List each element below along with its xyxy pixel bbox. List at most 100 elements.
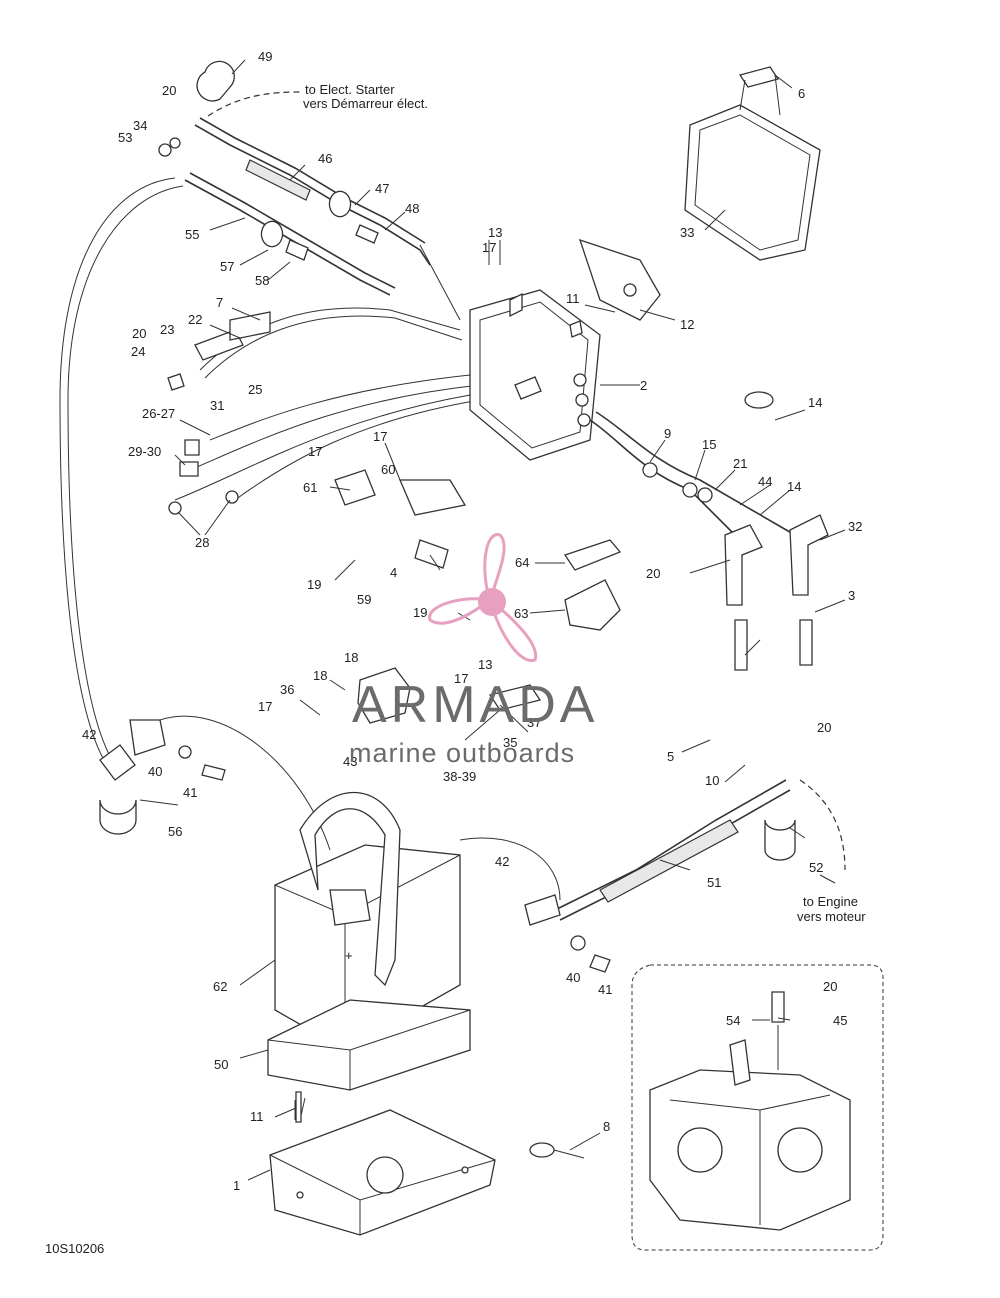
part-label: 46 — [318, 151, 332, 166]
part-label: 42 — [495, 854, 509, 869]
part-label: 63 — [514, 606, 528, 621]
part-label: 23 — [160, 322, 174, 337]
part-labels: 49 20 34 53 46 47 48 55 57 58 6 33 17 13… — [82, 49, 862, 1193]
routing-notes: to Elect. Starter vers Démarreur élect. … — [45, 82, 866, 1256]
part-label: 6 — [798, 86, 805, 101]
part-label: 52 — [809, 860, 823, 875]
part-label: 32 — [848, 519, 862, 534]
part-label: 20 — [162, 83, 176, 98]
part-label: 33 — [680, 225, 694, 240]
part-label: 41 — [598, 982, 612, 997]
part-label: 48 — [405, 201, 419, 216]
watermark-brand: ARMADA — [352, 676, 598, 734]
part-label: 54 — [726, 1013, 740, 1028]
propeller-logo — [428, 533, 538, 662]
spark-plug-cables — [589, 391, 829, 671]
part-label: 2 — [640, 378, 647, 393]
part-label: 13 — [488, 225, 502, 240]
note-engine-en: to Engine — [803, 894, 858, 909]
part-label: 61 — [303, 480, 317, 495]
part-label: 35 — [503, 735, 517, 750]
part-label: 40 — [148, 764, 162, 779]
small-parts-left — [158, 60, 467, 569]
part-label: 36 — [280, 682, 294, 697]
battery-terminal-left — [99, 715, 331, 851]
part-label: 51 — [707, 875, 721, 890]
solenoid-18 — [357, 667, 542, 741]
part-label: 13 — [478, 657, 492, 672]
negative-cable — [59, 172, 396, 771]
battery-base-1 — [269, 1091, 496, 1236]
part-label: 19 — [307, 577, 321, 592]
part-label: 56 — [168, 824, 182, 839]
part-label: 47 — [375, 181, 389, 196]
note-engine-fr: vers moteur — [797, 909, 866, 924]
part-label: 41 — [183, 785, 197, 800]
engine-inset — [631, 964, 884, 1251]
leader-lines — [139, 59, 846, 1181]
part-label: 19 — [413, 605, 427, 620]
part-label: 53 — [118, 130, 132, 145]
part-label: 45 — [833, 1013, 847, 1028]
part-label: 15 — [702, 437, 716, 452]
part-label: 26-27 — [142, 406, 175, 421]
part-label: 17 — [373, 429, 387, 444]
part-label: 14 — [808, 395, 822, 410]
part-label: 18 — [344, 650, 358, 665]
part-label: 37 — [527, 715, 541, 730]
armada-watermark: ARMADA marine outboards — [349, 533, 598, 768]
battery-62: + — [274, 792, 461, 1051]
part-label: 31 — [210, 398, 224, 413]
part-label: 5 — [667, 749, 674, 764]
part-label: 17 — [308, 444, 322, 459]
bracket-assembly — [469, 238, 661, 461]
part-label: 64 — [515, 555, 529, 570]
starter-cable — [194, 91, 431, 266]
positive-cable-51 — [459, 779, 846, 973]
part-label: 38-39 — [443, 769, 476, 784]
note-starter-en: to Elect. Starter — [305, 82, 395, 97]
part-label: 59 — [357, 592, 371, 607]
part-label: 11 — [250, 1109, 264, 1124]
part-label: 42 — [82, 727, 96, 742]
part-label: 22 — [188, 312, 202, 327]
part-label: 44 — [758, 474, 772, 489]
drawing-code: 10S10206 — [45, 1241, 104, 1256]
note-starter-fr: vers Démarreur élect. — [303, 96, 428, 111]
part-label: 14 — [787, 479, 801, 494]
clamp-8 — [529, 1142, 585, 1159]
part-label: 7 — [216, 295, 223, 310]
part-label: 28 — [195, 535, 209, 550]
part-label: 17 — [482, 240, 496, 255]
part-label: 20 — [823, 979, 837, 994]
part-label: 1 — [233, 1178, 240, 1193]
part-label: 29-30 — [128, 444, 161, 459]
part-label: 62 — [213, 979, 227, 994]
part-label: 25 — [248, 382, 262, 397]
part-label: 17 — [258, 699, 272, 714]
watermark-tagline: marine outboards — [349, 738, 575, 768]
part-label: 57 — [220, 259, 234, 274]
battery-tray-50 — [267, 999, 471, 1091]
part-label: 11 — [566, 291, 580, 306]
part-label: 10 — [705, 773, 719, 788]
part-label: 18 — [313, 668, 327, 683]
clamps-63-64 — [563, 539, 622, 631]
part-label: 24 — [131, 344, 145, 359]
svg-text:+: + — [345, 948, 353, 963]
part-label: 20 — [646, 566, 660, 581]
part-label: 17 — [454, 671, 468, 686]
part-label: 34 — [133, 118, 147, 133]
part-label: 55 — [185, 227, 199, 242]
part-label: 12 — [680, 317, 694, 332]
part-label: 21 — [733, 456, 747, 471]
part-label: 20 — [132, 326, 146, 341]
part-label: 40 — [566, 970, 580, 985]
part-label: 20 — [817, 720, 831, 735]
part-label: 49 — [258, 49, 272, 64]
wire-harness — [174, 244, 481, 501]
part-label: 9 — [664, 426, 671, 441]
part-label: 58 — [255, 273, 269, 288]
cover-33 — [684, 66, 821, 261]
